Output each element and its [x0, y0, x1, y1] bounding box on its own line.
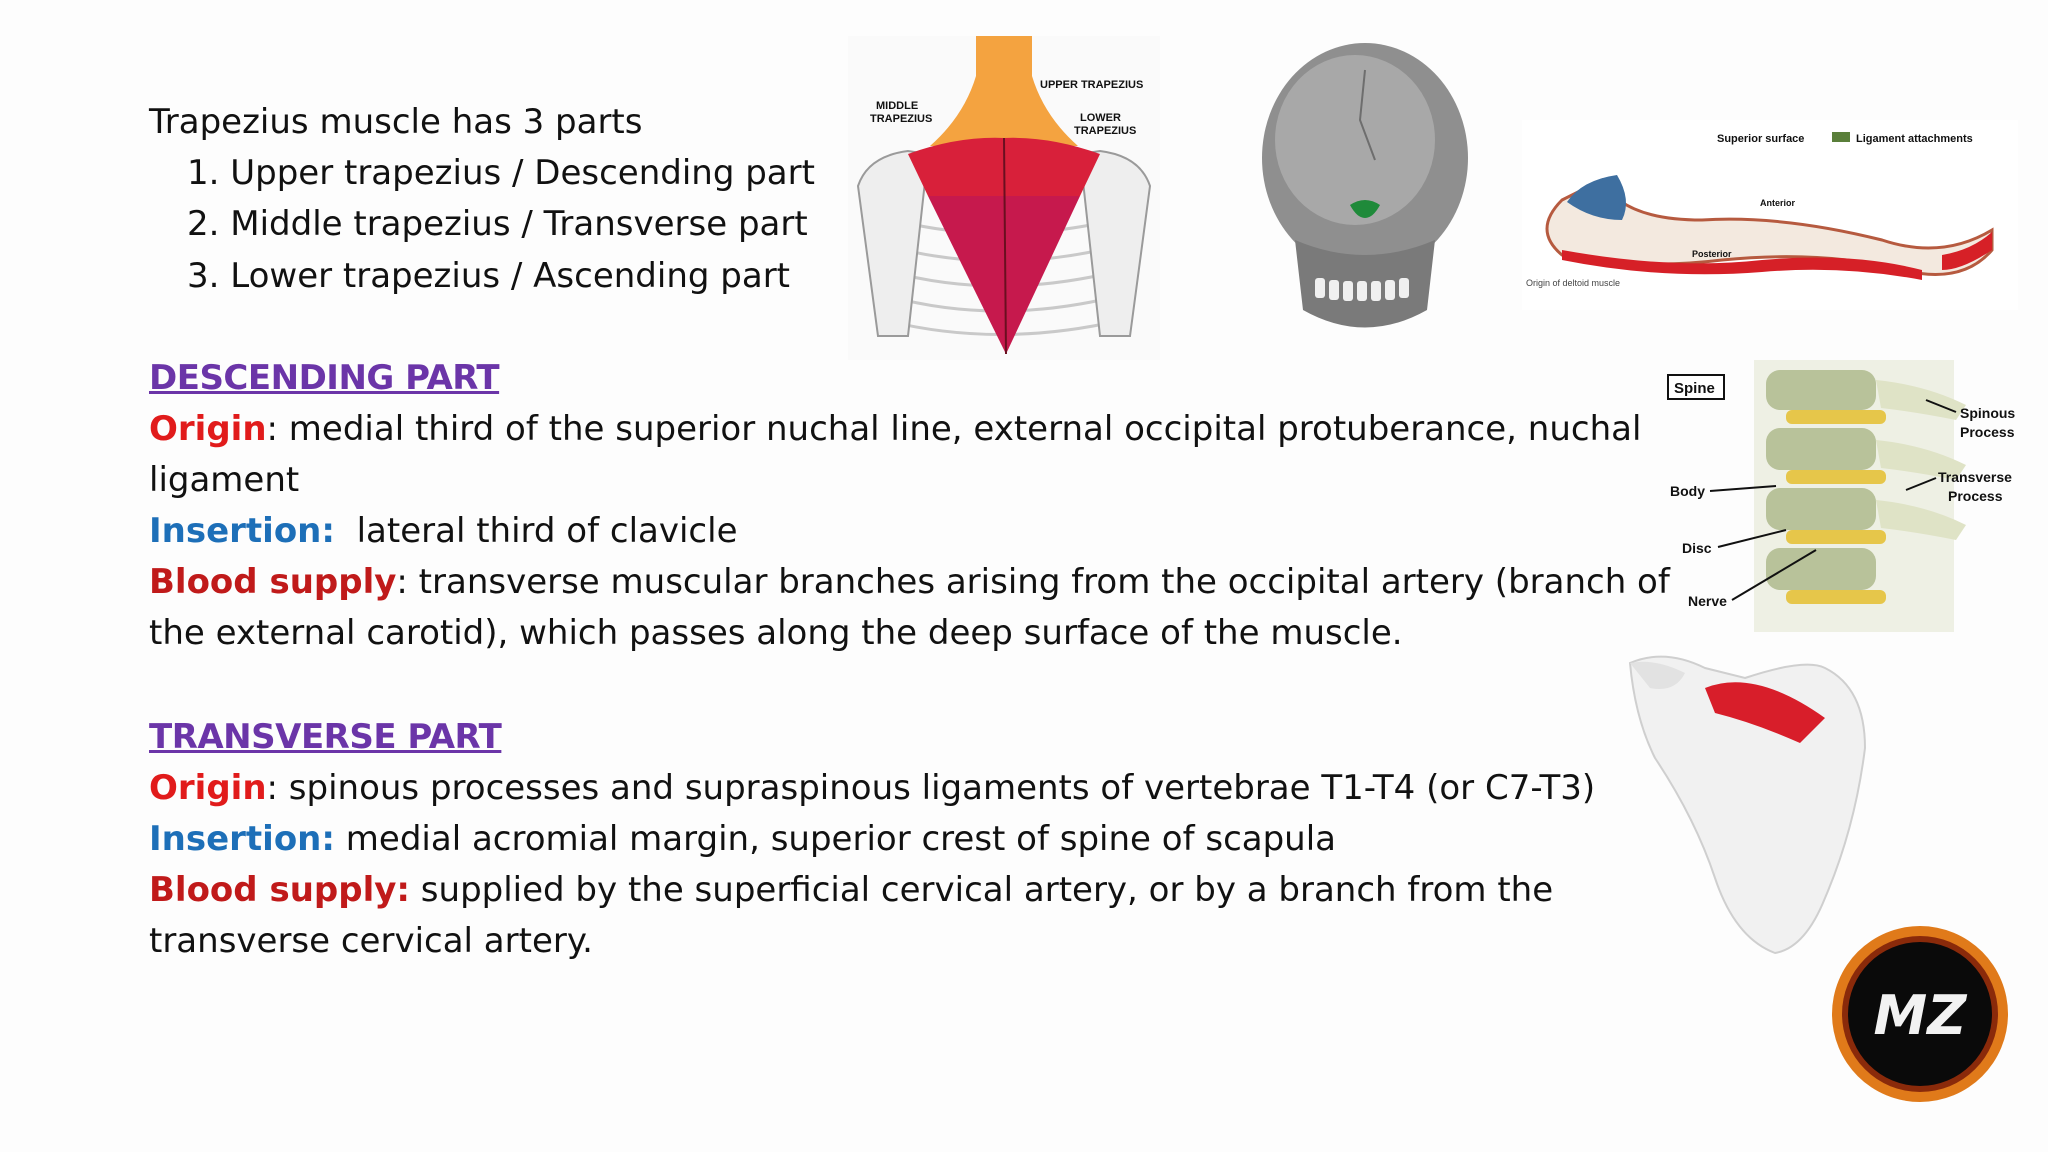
legend-swatch — [1832, 132, 1850, 142]
spinous-label-2: Process — [1960, 424, 2015, 440]
origin-label: Origin — [149, 768, 267, 808]
trapezius-figure: UPPER TRAPEZIUS MIDDLE TRAPEZIUS LOWER T… — [848, 36, 1160, 360]
descending-origin-cont: ligament — [149, 460, 300, 500]
origin-label: Origin — [149, 409, 267, 449]
lower-trapezius-label-1: LOWER — [1080, 112, 1121, 124]
body-label: Body — [1670, 483, 1705, 499]
part-item-1: 1. Upper trapezius / Descending part — [187, 153, 815, 193]
descending-blood-cont: the external carotid), which passes alon… — [149, 613, 1403, 653]
spine-title: Spine — [1674, 380, 1715, 397]
origin-text: : medial third of the superior nuchal li… — [266, 409, 1642, 449]
transverse-label-1: Transverse — [1938, 469, 2012, 485]
insertion-text: lateral third of clavicle — [335, 511, 738, 551]
nerve-label: Nerve — [1688, 593, 1727, 609]
descending-blood: Blood supply: transverse muscular branch… — [149, 562, 1670, 602]
transverse-blood-cont: transverse cervical artery. — [149, 921, 593, 961]
spine-figure: Spine Spinous Process Transverse Process… — [1667, 360, 2015, 632]
logo-text: MZ — [1874, 984, 1968, 1047]
spinous-label-1: Spinous — [1960, 405, 2015, 421]
blood-text: : transverse muscular branches arising f… — [396, 562, 1670, 602]
transverse-heading: TRANSVERSE PART — [149, 717, 502, 757]
part-item-2: 2. Middle trapezius / Transverse part — [187, 204, 808, 244]
skull-figure — [1262, 43, 1468, 328]
deltoid-label: Origin of deltoid muscle — [1526, 278, 1620, 288]
anterior-label: Anterior — [1760, 198, 1796, 208]
upper-trapezius-label: UPPER TRAPEZIUS — [1040, 79, 1143, 91]
transverse-blood: Blood supply: supplied by the superficia… — [149, 870, 1553, 910]
descending-heading: DESCENDING PART — [149, 358, 500, 398]
disc-label: Disc — [1682, 540, 1712, 556]
descending-insertion: Insertion: lateral third of clavicle — [149, 511, 738, 551]
blood-label: Blood supply — [149, 562, 397, 602]
transverse-origin: Origin: spinous processes and supraspino… — [149, 768, 1595, 808]
legend-label: Ligament attachments — [1856, 133, 1973, 145]
middle-trapezius-label-1: MIDDLE — [876, 100, 918, 112]
descending-origin: Origin: medial third of the superior nuc… — [149, 409, 1641, 449]
middle-trapezius-label-2: TRAPEZIUS — [870, 113, 932, 125]
insertion-label: Insertion: — [149, 511, 335, 551]
intro-title: Trapezius muscle has 3 parts — [149, 102, 643, 142]
transverse-insertion: Insertion: medial acromial margin, super… — [149, 819, 1336, 859]
insertion-label: Insertion: — [149, 819, 335, 859]
origin-text: : spinous processes and supraspinous lig… — [266, 768, 1596, 808]
clavicle-figure: Superior surface Ligament attachments An… — [1522, 120, 2018, 310]
superior-surface-label: Superior surface — [1717, 133, 1804, 145]
posterior-label: Posterior — [1692, 249, 1732, 259]
scapula-figure — [1628, 655, 1867, 955]
blood-label: Blood supply: — [149, 870, 410, 910]
mz-logo: MZ — [1832, 926, 2008, 1102]
insertion-text: medial acromial margin, superior crest o… — [335, 819, 1337, 859]
blood-text: supplied by the superficial cervical art… — [410, 870, 1554, 910]
lower-trapezius-label-2: TRAPEZIUS — [1074, 125, 1136, 137]
part-item-3: 3. Lower trapezius / Ascending part — [187, 256, 791, 296]
transverse-label-2: Process — [1948, 488, 2003, 504]
